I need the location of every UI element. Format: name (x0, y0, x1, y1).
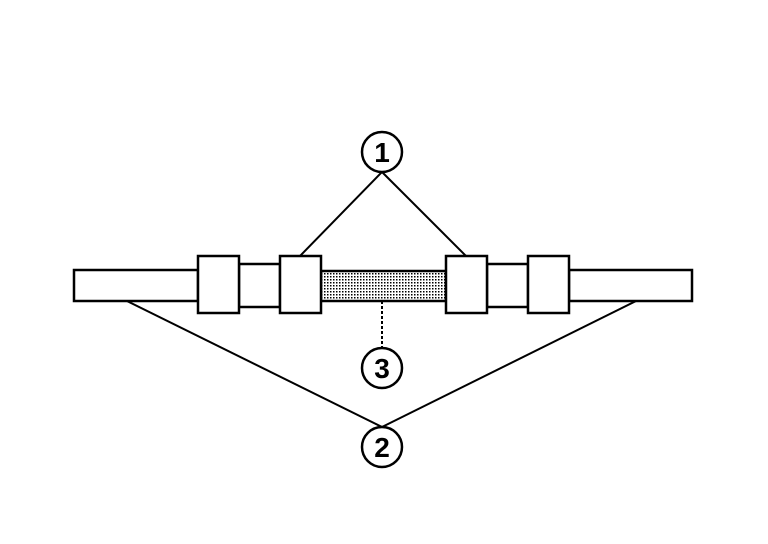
clamp-inner-right (444, 254, 489, 315)
right-pipe (567, 268, 694, 303)
callout-3: 3 (360, 346, 404, 390)
right-hose-segment (485, 262, 530, 309)
callout-2: 2 (360, 425, 404, 469)
callout-2-label: 2 (374, 432, 390, 463)
clamp-outer-right (526, 254, 571, 315)
leader-line-1b (381, 171, 467, 257)
hatched-hose (319, 269, 448, 303)
left-hose-segment (237, 262, 282, 309)
leader-line-1a (299, 171, 383, 257)
leader-line-2b (381, 300, 637, 428)
left-pipe (72, 268, 200, 303)
clamp-inner-left (278, 254, 323, 315)
callout-1: 1 (360, 130, 404, 174)
callout-1-label: 1 (374, 137, 390, 168)
callout-3-label: 3 (374, 353, 390, 384)
leader-line-2a (126, 300, 383, 428)
clamp-outer-left (196, 254, 241, 315)
